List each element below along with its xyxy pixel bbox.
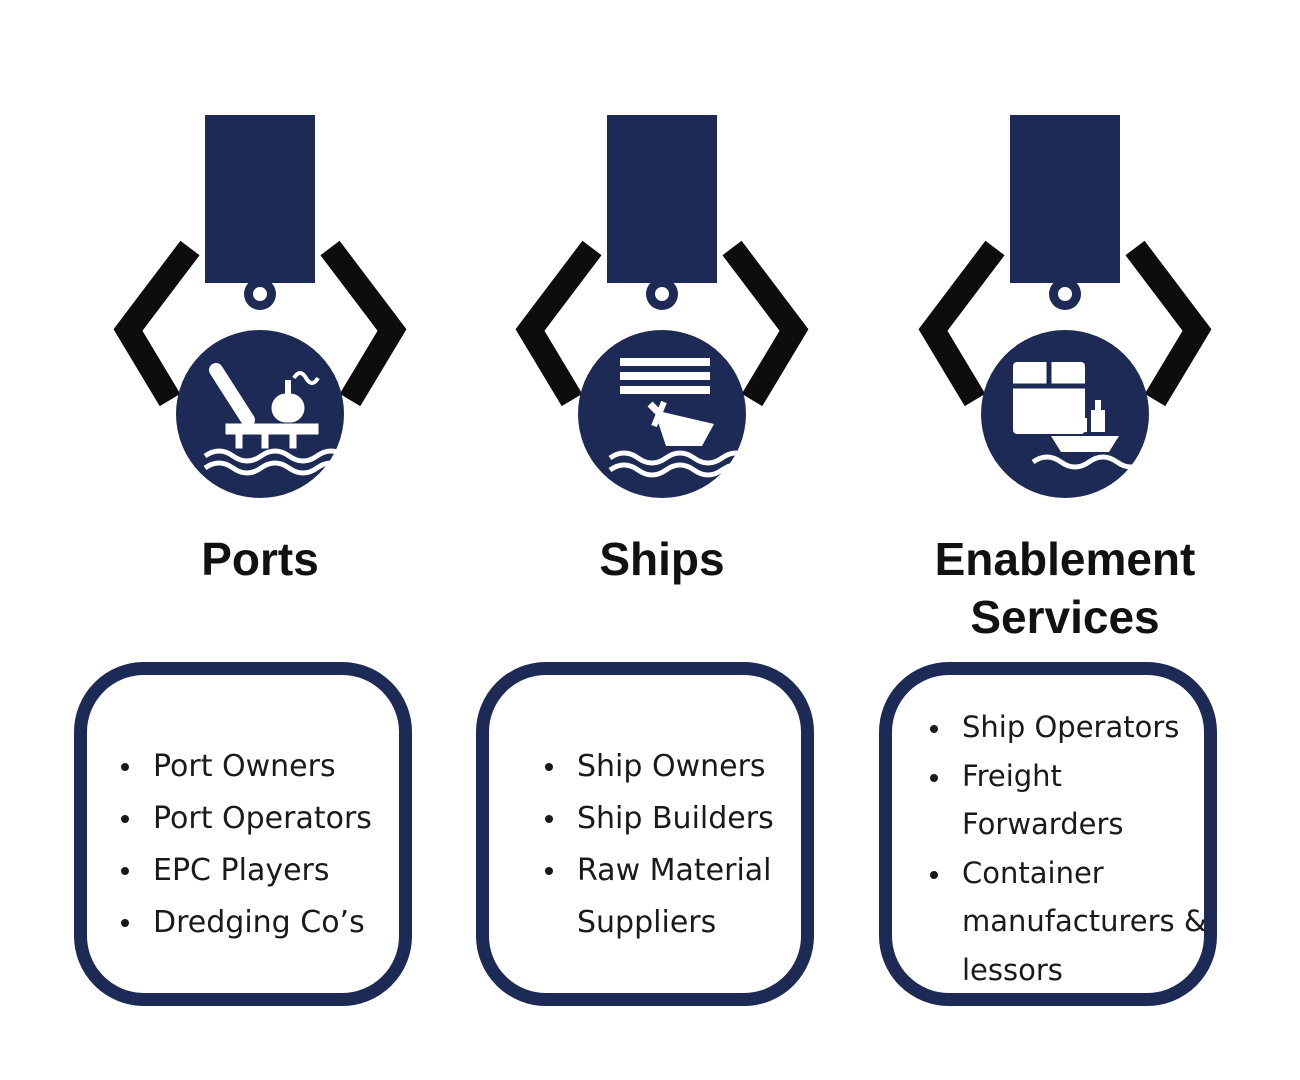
column-title-line: Enablement bbox=[934, 533, 1196, 585]
cargo-ship-icon bbox=[1013, 362, 1147, 470]
items-list: Ship Owners Ship Builders Raw Material S… bbox=[489, 675, 801, 949]
claw-left-pincer bbox=[918, 240, 1005, 407]
claw-left-pincer bbox=[515, 240, 602, 407]
offshore-platform-icon bbox=[203, 363, 347, 476]
items-card: Ship Operators Freight Forwarders Contai… bbox=[879, 662, 1217, 1006]
list-item: EPC Players bbox=[117, 845, 399, 897]
items-card: Ship Owners Ship Builders Raw Material S… bbox=[476, 662, 814, 1006]
claw-illustration bbox=[113, 115, 407, 498]
items-list: Port Owners Port Operators EPC Players D… bbox=[87, 675, 399, 949]
claw-illustration bbox=[918, 115, 1212, 498]
icon-badge bbox=[176, 330, 344, 498]
list-item: Port Operators bbox=[117, 793, 399, 845]
claw-illustration bbox=[515, 115, 809, 498]
column-title-line: Services bbox=[970, 591, 1160, 643]
claw-right-pincer bbox=[722, 240, 809, 407]
list-item: Ship Operators bbox=[926, 703, 1212, 752]
column-ships: Ships Ship Owners Ship Builders Raw Mate… bbox=[452, 0, 872, 1080]
list-item: Raw Material Suppliers bbox=[541, 845, 797, 949]
claw-arm bbox=[205, 115, 315, 283]
claw-arm bbox=[1010, 115, 1120, 283]
column-title: Ships bbox=[452, 530, 872, 588]
column-title: Ports bbox=[50, 530, 470, 588]
claw-right-pincer bbox=[320, 240, 407, 407]
column-title-line: Ships bbox=[599, 533, 725, 585]
list-item: Dredging Co’s bbox=[117, 897, 399, 949]
list-item: Freight Forwarders bbox=[926, 752, 1212, 849]
column-title-line: Ports bbox=[201, 533, 319, 585]
claw-right-pincer bbox=[1125, 240, 1212, 407]
list-item: Container manufacturers & lessors bbox=[926, 849, 1212, 995]
items-card: Port Owners Port Operators EPC Players D… bbox=[74, 662, 412, 1006]
sinking-ship-icon bbox=[608, 358, 752, 478]
list-item: Ship Owners bbox=[541, 741, 797, 793]
column-enablement-services: Enablement Services Ship Operators Freig… bbox=[855, 0, 1275, 1080]
column-ports: Ports Port Owners Port Operators EPC Pla… bbox=[50, 0, 470, 1080]
column-title: Enablement Services bbox=[855, 530, 1275, 646]
claw-left-pincer bbox=[113, 240, 200, 407]
list-item: Ship Builders bbox=[541, 793, 797, 845]
claw-arm bbox=[607, 115, 717, 283]
list-item: Port Owners bbox=[117, 741, 399, 793]
items-list: Ship Operators Freight Forwarders Contai… bbox=[892, 675, 1206, 994]
